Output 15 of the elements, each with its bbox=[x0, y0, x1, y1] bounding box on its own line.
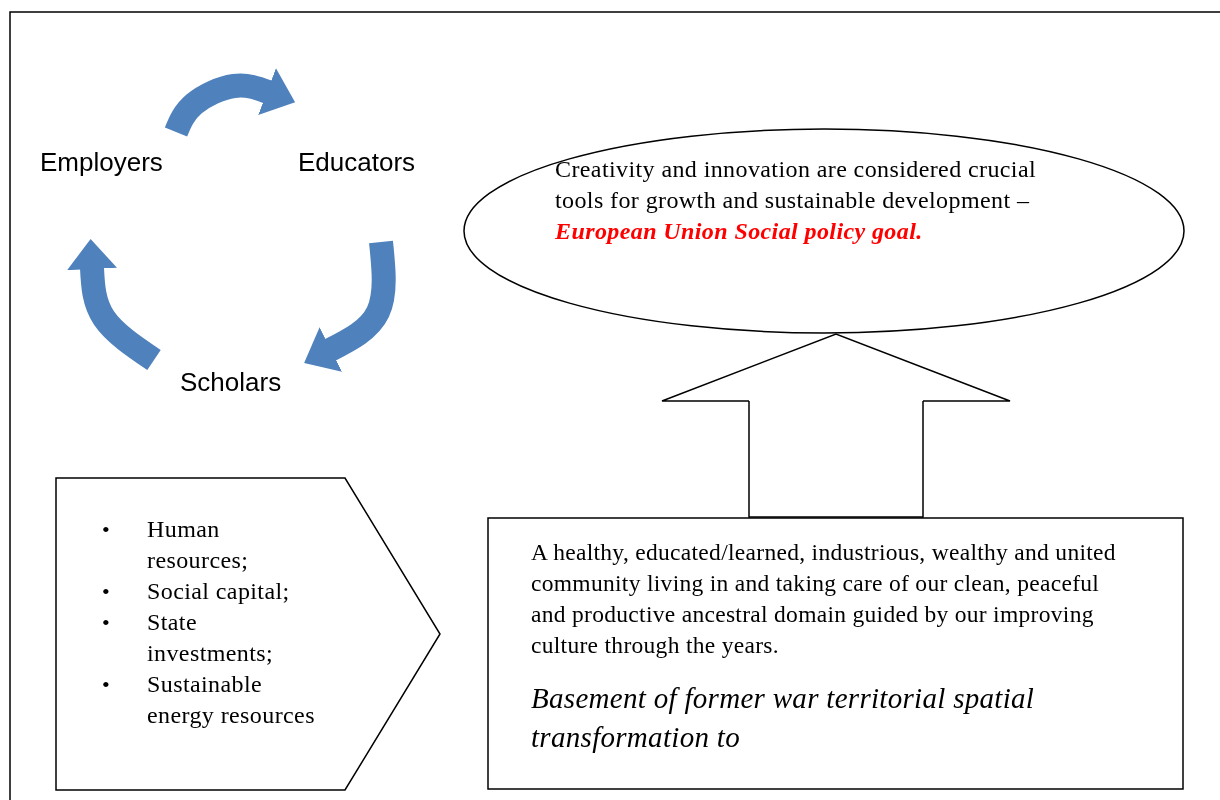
label-text: Educators bbox=[298, 146, 416, 179]
statement-text: Creativity and innovation are considered crucial tools for growth and sustainable development – bbox=[555, 155, 1038, 215]
highlight-text: European Union Social policy goal. bbox=[555, 217, 923, 246]
label-text: Employers bbox=[40, 146, 163, 179]
bullet-item: State investments; bbox=[147, 608, 275, 668]
caption-text: Basement of former war territorial spatial transformation to bbox=[531, 681, 1036, 755]
bullet-item: Social capital; bbox=[147, 577, 291, 606]
label-text: Scholars bbox=[180, 366, 282, 399]
bullet-mark: • bbox=[102, 671, 110, 699]
vision-text: A healthy, educated/learned, industrious, wealthy and united community living in and taking care of our clean, peaceful and productive ancestral domain guided by our improving culture through the years. bbox=[531, 538, 1117, 660]
bullet-item: Human resources; bbox=[147, 515, 250, 575]
bullet-mark: • bbox=[102, 609, 110, 637]
bullet-mark: • bbox=[102, 578, 110, 606]
bullet-item: Sustainable energy resources bbox=[147, 670, 316, 730]
bullet-mark: • bbox=[102, 516, 110, 544]
